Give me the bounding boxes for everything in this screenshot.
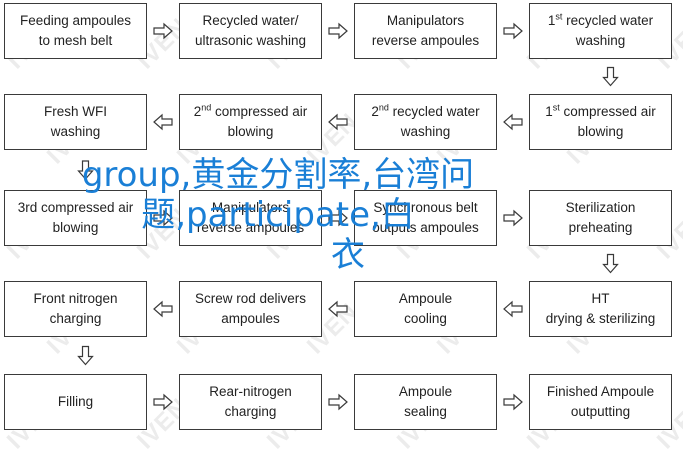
step-label-line: preheating xyxy=(568,220,633,235)
step-box-11: Synchronous belt outputs ampoules xyxy=(354,190,497,246)
flow-arrow-down xyxy=(602,66,619,87)
step-label-line: blowing xyxy=(52,220,99,235)
step-label-line: 2nd compressed air xyxy=(193,102,308,119)
step-label-line: Ampoule xyxy=(398,291,453,306)
step-label-line: Finished Ampoule xyxy=(546,384,655,399)
step-box-12: Sterilization preheating xyxy=(529,190,672,246)
flow-arrow-right xyxy=(328,209,348,227)
step-label-line: Synchronous belt xyxy=(373,200,478,215)
flow-arrow-left xyxy=(328,113,348,131)
flow-arrow-down xyxy=(77,345,94,366)
process-flow-diagram: IVENIVENIVENIVENIVENIVENIVENIVENIVENIVEN… xyxy=(2,3,683,454)
step-label-line: Fresh WFI xyxy=(44,104,107,119)
step-label-line: Sterilization xyxy=(565,200,636,215)
arrow-layer xyxy=(77,22,619,411)
step-label-line: washing xyxy=(400,124,451,139)
flow-arrow-right xyxy=(153,393,173,411)
step-label-line: cooling xyxy=(404,311,447,326)
step-box-14: Ampoule cooling xyxy=(354,281,497,337)
flow-arrow-right xyxy=(153,209,173,227)
overlay-line-1: group,黄金分割率,台湾问 xyxy=(81,155,475,195)
step-label-line: to mesh belt xyxy=(38,33,113,48)
step-box-15: Screw rod delivers ampoules xyxy=(179,281,322,337)
step-label-line: ampoules xyxy=(221,311,280,326)
step-label-line: 2nd recycled water xyxy=(371,102,480,119)
step-label-line: washing xyxy=(575,33,626,48)
flow-arrow-down xyxy=(602,253,619,274)
step-box-18: Rear-nitrogen charging xyxy=(179,374,322,430)
step-box-7: 2nd compressed air blowing xyxy=(179,94,322,150)
step-label-line: blowing xyxy=(577,124,624,139)
step-box-2: Recycled water/ultrasonic washing xyxy=(179,3,322,59)
step-label-line: drying & sterilizing xyxy=(545,311,656,326)
step-label-line: washing xyxy=(50,124,101,139)
step-label-line: Rear-nitrogen xyxy=(209,384,292,399)
step-label-line: 1st compressed air xyxy=(545,102,656,119)
flow-arrow-right xyxy=(503,209,523,227)
step-label-line: Recycled water/ xyxy=(202,13,299,28)
flow-arrow-left xyxy=(328,300,348,318)
step-box-1: Feeding ampoules to mesh belt xyxy=(4,3,147,59)
overlay-text: group,黄金分割率,台湾问 题,participate,白 衣 xyxy=(18,155,538,275)
step-box-16: Front nitrogen charging xyxy=(4,281,147,337)
step-label-line: Feeding ampoules xyxy=(19,13,132,28)
step-label-line: Front nitrogen xyxy=(33,291,118,306)
step-label-line: blowing xyxy=(227,124,274,139)
step-box-8: Fresh WFI washing xyxy=(4,94,147,150)
step-label-line: outputs ampoules xyxy=(372,220,479,235)
flow-arrow-left xyxy=(153,300,173,318)
flow-arrow-right xyxy=(503,393,523,411)
step-box-6: 2nd recycled water washing xyxy=(354,94,497,150)
step-box-5: 1st compressed air blowing xyxy=(529,94,672,150)
step-label-line: outputting xyxy=(570,404,631,419)
step-label-line: 1st recycled water xyxy=(547,11,654,28)
flow-arrow-right xyxy=(328,393,348,411)
step-box-20: Finished Ampoule outputting xyxy=(529,374,672,430)
flow-arrow-down xyxy=(77,160,94,180)
flow-arrow-left xyxy=(503,300,523,318)
step-label-line: Screw rod delivers xyxy=(194,291,307,306)
step-box-9: 3rd compressed air blowing xyxy=(4,190,147,246)
step-box-17: Filling xyxy=(4,374,147,430)
step-box-10: Manipulators reverse ampoules xyxy=(179,190,322,246)
flow-arrow-left xyxy=(503,113,523,131)
step-label-line: Manipulators xyxy=(211,200,290,215)
step-label-line: sealing xyxy=(404,404,447,419)
step-box-3: Manipulators reverse ampoules xyxy=(354,3,497,59)
overlay-line-3: 衣 xyxy=(331,235,365,275)
step-label-line: reverse ampoules xyxy=(196,220,305,235)
step-label-line: HT xyxy=(591,291,610,306)
step-label-line: ultrasonic washing xyxy=(194,33,307,48)
overlay-line-2: 题,participate,白 xyxy=(141,195,415,235)
step-label-line: charging xyxy=(224,404,277,419)
flow-arrow-right xyxy=(503,22,523,40)
step-box-13: HT drying & sterilizing xyxy=(529,281,672,337)
step-label-line: Ampoule xyxy=(398,384,453,399)
step-label-line: Manipulators xyxy=(386,13,465,28)
step-box-19: Ampoule sealing xyxy=(354,374,497,430)
flow-arrow-right xyxy=(328,22,348,40)
step-box-4: 1st recycled water washing xyxy=(529,3,672,59)
flow-arrow-right xyxy=(153,22,173,40)
step-label-line: charging xyxy=(49,311,102,326)
flow-arrow-left xyxy=(153,113,173,131)
step-label-line: reverse ampoules xyxy=(371,33,480,48)
step-label-line: 3rd compressed air xyxy=(17,200,134,215)
step-label-line: Filling xyxy=(57,394,94,409)
